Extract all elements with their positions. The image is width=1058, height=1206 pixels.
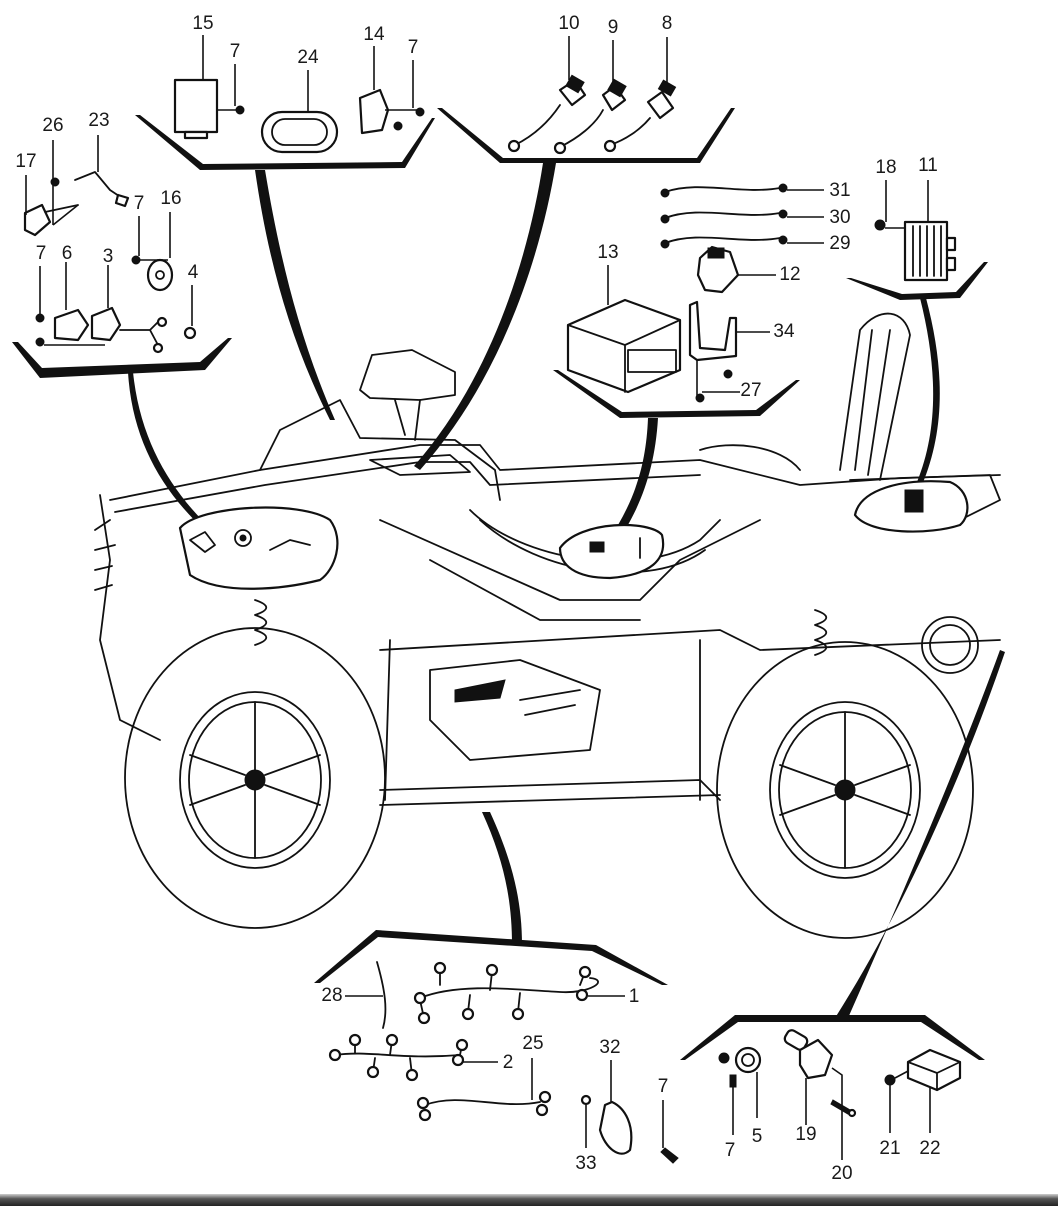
part-28-wire[interactable] [345, 961, 387, 1029]
part-14-bracket[interactable] [358, 46, 425, 135]
part-23-harness[interactable] [44, 135, 130, 213]
part-8-connector[interactable] [603, 37, 677, 153]
atv-body [94, 312, 1001, 939]
part-21-nut[interactable] [884, 1069, 911, 1133]
part-33-nut[interactable] [580, 1094, 592, 1148]
part-17-sensor[interactable] [23, 175, 52, 237]
label-1: 1 [629, 986, 640, 1007]
label-7: 7 [408, 37, 419, 58]
label-7: 7 [134, 193, 145, 214]
tray-battery-group [553, 370, 800, 545]
tray-connector-group [414, 108, 735, 470]
label-25: 25 [522, 1033, 543, 1054]
part-7-bolt-a[interactable] [218, 64, 245, 115]
part-24-gasket[interactable] [260, 70, 339, 154]
tray-left-group [12, 338, 232, 533]
part-22-connector-box[interactable] [906, 1048, 962, 1133]
part-1-main-harness[interactable] [413, 961, 625, 1025]
label-16: 16 [160, 188, 181, 209]
part-32-clamp[interactable] [598, 1060, 633, 1155]
label-15: 15 [192, 13, 213, 34]
part-5-grommet[interactable] [718, 1046, 762, 1118]
callout-labels: 15 7 24 14 7 10 9 8 26 23 17 7 16 7 6 3 … [15, 13, 940, 1184]
part-2-sub-harness[interactable] [328, 1033, 498, 1082]
label-17: 17 [15, 151, 36, 172]
part-3-relay[interactable] [90, 265, 168, 354]
label-28: 28 [321, 985, 342, 1006]
part-6-bracket[interactable] [35, 262, 105, 347]
part-27-screws[interactable] [695, 360, 740, 403]
part-7-bolt-bottom[interactable] [660, 1100, 679, 1164]
label-26: 26 [42, 115, 63, 136]
label-23: 23 [88, 110, 109, 131]
label-8: 8 [662, 13, 673, 34]
part-30-cable[interactable] [660, 209, 824, 224]
part-4-nut[interactable] [183, 285, 197, 340]
label-3: 3 [103, 246, 114, 267]
label-20: 20 [831, 1163, 852, 1184]
label-34: 34 [773, 321, 795, 342]
label-31: 31 [829, 180, 850, 201]
front-wheel [124, 627, 386, 929]
label-7: 7 [36, 243, 47, 264]
rear-wheel [716, 641, 974, 939]
label-5: 5 [752, 1126, 763, 1147]
part-11-regulator[interactable] [903, 180, 957, 282]
tray-dashboard-group [135, 115, 435, 420]
part-15-ecu[interactable] [173, 35, 219, 140]
label-18: 18 [875, 157, 896, 178]
part-10-connector[interactable] [507, 36, 587, 153]
label-30: 30 [829, 207, 850, 228]
part-19-ignition-switch[interactable] [783, 1028, 834, 1125]
label-19: 19 [795, 1124, 816, 1145]
label-21: 21 [879, 1138, 900, 1159]
tray-harness-group [314, 812, 668, 985]
part-16-horn[interactable] [131, 212, 174, 292]
label-9: 9 [608, 17, 619, 38]
part-20-screw[interactable] [830, 1067, 857, 1160]
label-24: 24 [297, 47, 319, 68]
bottom-border [0, 1194, 1058, 1206]
part-34-bracket[interactable] [688, 300, 770, 362]
label-12: 12 [779, 264, 800, 285]
label-7: 7 [658, 1076, 669, 1097]
part-9-connector[interactable] [553, 40, 627, 155]
part-31-cable[interactable] [660, 183, 824, 198]
label-6: 6 [62, 243, 73, 264]
part-7-bolt-right[interactable] [729, 1074, 737, 1135]
label-2: 2 [503, 1052, 514, 1073]
part-29-cable[interactable] [660, 235, 824, 249]
label-22: 22 [919, 1138, 940, 1159]
label-7: 7 [725, 1140, 736, 1161]
label-14: 14 [363, 24, 385, 45]
label-11: 11 [918, 155, 938, 176]
label-7: 7 [230, 41, 241, 62]
tray-regulator-group [846, 262, 988, 485]
label-32: 32 [599, 1037, 620, 1058]
part-13-battery[interactable] [566, 265, 682, 394]
label-27: 27 [740, 380, 761, 401]
part-25-cable[interactable] [416, 1058, 552, 1122]
part-12-starter-relay[interactable] [696, 245, 776, 294]
tray-switch-group [680, 650, 1005, 1060]
part-26-clip[interactable] [50, 140, 79, 226]
label-33: 33 [575, 1153, 596, 1174]
part-18-bolt[interactable] [874, 180, 905, 231]
label-13: 13 [597, 242, 618, 263]
label-10: 10 [558, 13, 579, 34]
label-29: 29 [829, 233, 850, 254]
label-4: 4 [188, 262, 199, 283]
